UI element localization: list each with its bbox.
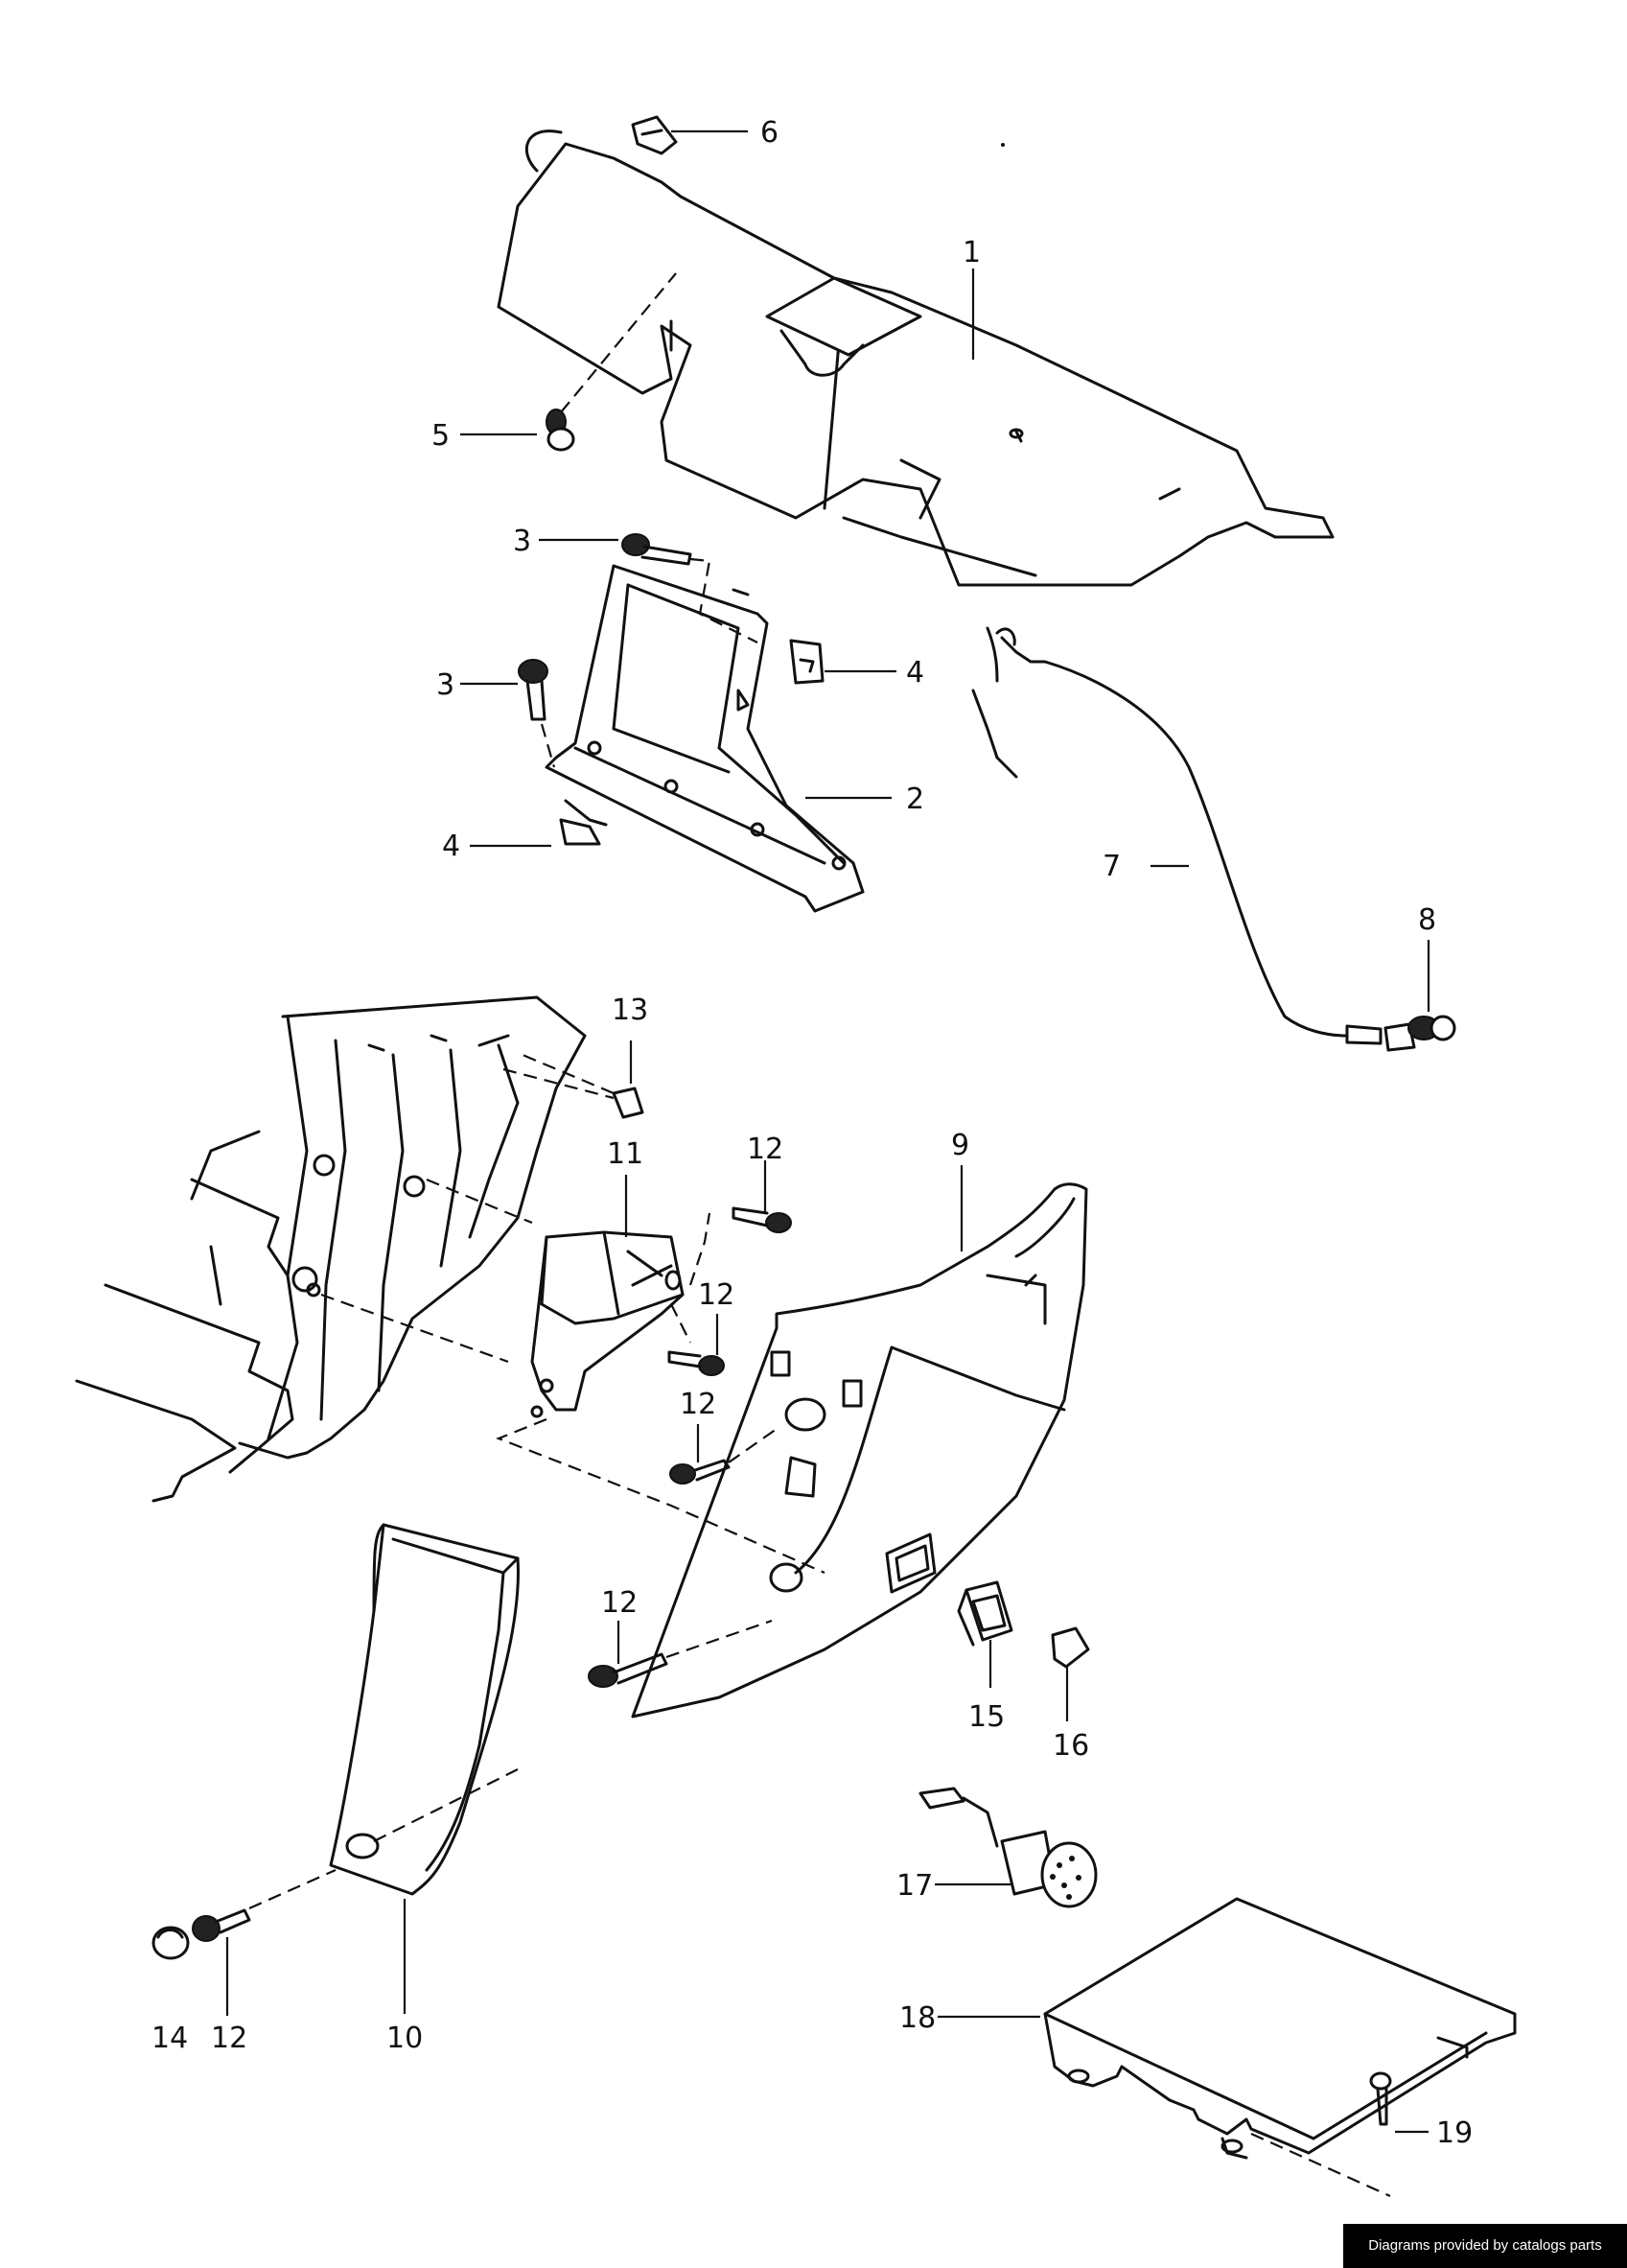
- callout-12-lower: 12: [680, 1388, 716, 1421]
- part-2-bracket: [545, 564, 865, 913]
- callout-5: 5: [431, 419, 450, 453]
- callout-10: 10: [386, 2022, 423, 2055]
- callout-11: 11: [607, 1137, 643, 1171]
- callout-6: 6: [760, 116, 779, 150]
- callout-18: 18: [899, 2001, 936, 2035]
- part-17-lamp: [918, 1787, 1098, 1908]
- callout-12-top: 12: [747, 1133, 783, 1166]
- callout-17: 17: [896, 1869, 933, 1903]
- part-12-screw-top: [732, 1206, 792, 1233]
- callout-7: 7: [1103, 850, 1121, 883]
- callout-12-bottom-center: 12: [601, 1586, 638, 1620]
- callout-16: 16: [1053, 1729, 1089, 1763]
- callout-12-bottom-left: 12: [211, 2022, 247, 2055]
- part-9-side-cover: [631, 1182, 1088, 1719]
- part-4-clip-upper: [789, 639, 825, 685]
- part-8-connector: [1383, 1015, 1456, 1052]
- part-19-screw: [1369, 2071, 1392, 2126]
- callout-3-upper: 3: [513, 525, 531, 558]
- callout-13: 13: [612, 994, 648, 1027]
- part-4-clip-lower: [559, 799, 608, 846]
- callout-8: 8: [1418, 903, 1436, 937]
- part-12-screw-middle: [667, 1350, 725, 1376]
- callout-15: 15: [968, 1700, 1005, 1734]
- part-18-lower-plate: [1043, 1897, 1517, 2198]
- callout-19: 19: [1436, 2116, 1473, 2150]
- part-6-clip: [631, 115, 678, 155]
- part-3-screw-lower: [518, 659, 556, 768]
- part-1-upper-panel: [497, 129, 1335, 779]
- callout-12-middle: 12: [698, 1278, 734, 1312]
- part-12-screw-bottom-center: [588, 1619, 773, 1688]
- part-10-panel: [248, 1523, 520, 1910]
- diagram-credit-badge: Diagrams provided by catalogs parts: [1343, 2224, 1627, 2268]
- part-12-screw-bottom-left: [192, 1908, 251, 1942]
- callout-labels: 1 6 5 3 3 4 4 2 7 8 13 11 12 9 12 12 12 …: [151, 116, 1473, 2150]
- callout-3-lower: 3: [436, 668, 454, 702]
- part-12-screw-lower: [669, 1428, 778, 1485]
- callout-4-upper: 4: [906, 656, 924, 690]
- part-16-block: [1051, 1626, 1090, 1669]
- background-frame-structure: [75, 995, 615, 1503]
- callout-14: 14: [151, 2022, 188, 2055]
- part-14-cap: [151, 1926, 190, 1960]
- part-15-switch: [957, 1580, 1013, 1647]
- part-7-cable: [995, 627, 1383, 1045]
- stray-dot: [1001, 143, 1005, 147]
- leader-lines: [225, 129, 1430, 2134]
- callout-1: 1: [963, 236, 981, 269]
- part-5-bolt: [546, 272, 677, 452]
- callout-9: 9: [951, 1129, 969, 1162]
- part-3-screw-upper: [621, 533, 758, 643]
- callout-4-lower: 4: [442, 830, 460, 863]
- part-11-bracket-box: [496, 1212, 825, 1575]
- callout-2: 2: [906, 783, 924, 816]
- part-13-clip: [522, 1053, 644, 1119]
